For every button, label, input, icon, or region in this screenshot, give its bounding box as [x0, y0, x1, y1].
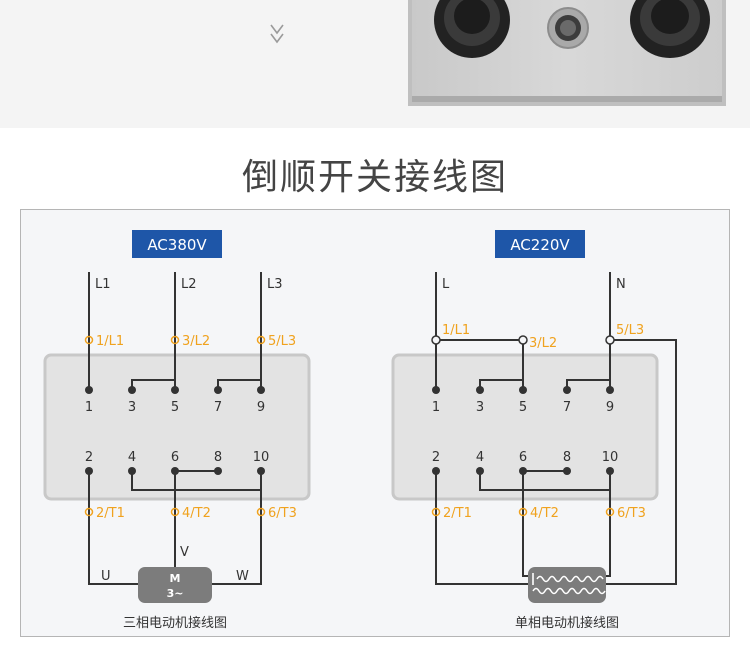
- contact-number: 2: [85, 450, 93, 465]
- motor-icon: [138, 567, 212, 603]
- contact-number: 4: [476, 450, 484, 465]
- phase-label: U: [101, 569, 111, 584]
- contact-number: 5: [171, 400, 179, 415]
- terminal-label: 1/L1: [96, 334, 124, 349]
- input-label: N: [616, 277, 626, 292]
- terminal-label: 6/T3: [268, 506, 297, 521]
- contact-number: 3: [128, 400, 136, 415]
- single-phase-diagram: AC220V L N 1/L1 3/L2 5/L3 1 3 5 7 9 2 4 …: [391, 230, 677, 631]
- input-label: L: [442, 277, 450, 292]
- motor-label: M: [170, 572, 181, 585]
- contact-number: 2: [432, 450, 440, 465]
- contact-number: 6: [519, 450, 527, 465]
- terminal-label: 2/T1: [443, 506, 472, 521]
- terminal-label: 1/L1: [442, 323, 470, 338]
- terminal-label: 3/L2: [529, 336, 557, 351]
- diagram-caption: 单相电动机接线图: [515, 615, 619, 631]
- terminal-marker: [256, 335, 266, 345]
- phase-label: W: [236, 569, 249, 584]
- contact-number: 9: [257, 400, 265, 415]
- voltage-badge: [495, 230, 585, 258]
- terminal-marker: [84, 335, 94, 345]
- contact-number: 1: [432, 400, 440, 415]
- motor-label: 3~: [167, 587, 184, 600]
- input-label: L3: [267, 277, 283, 292]
- terminal-label: 6/T3: [617, 506, 646, 521]
- phase-label: V: [180, 545, 189, 560]
- contact-number: 7: [563, 400, 571, 415]
- voltage-badge: [132, 230, 222, 258]
- three-phase-diagram: AC380V L1 L2 L3 1/L1 3/L2 5/L3 1 3 5 7 9…: [43, 230, 311, 631]
- terminal-label: 2/T1: [96, 506, 125, 521]
- contact-number: 8: [563, 450, 571, 465]
- contact-number: 5: [519, 400, 527, 415]
- voltage-label: AC220V: [510, 236, 570, 254]
- double-chevron-down-icon[interactable]: [266, 20, 288, 48]
- terminal-label: 4/T2: [182, 506, 211, 521]
- contact-number: 7: [214, 400, 222, 415]
- terminal-label: 4/T2: [530, 506, 559, 521]
- page-title: 倒顺开关接线图: [241, 157, 508, 198]
- contact-number: 8: [214, 450, 222, 465]
- switch-enclosure-photo: [408, 0, 726, 106]
- input-label: L2: [181, 277, 197, 292]
- diagram-caption: 三相电动机接线图: [123, 615, 227, 631]
- terminal-label: 5/L3: [616, 323, 644, 338]
- voltage-label: AC380V: [147, 236, 207, 254]
- contact-number: 6: [171, 450, 179, 465]
- contact-number: 10: [253, 450, 270, 465]
- switch-body: [43, 353, 311, 501]
- contact-number: 10: [602, 450, 619, 465]
- contact-number: 3: [476, 400, 484, 415]
- contact-number: 4: [128, 450, 136, 465]
- terminal-label: 3/L2: [182, 334, 210, 349]
- input-label: L1: [95, 277, 111, 292]
- contact-number: 9: [606, 400, 614, 415]
- switch-body: [391, 353, 659, 501]
- contact-number: 1: [85, 400, 93, 415]
- terminal-label: 5/L3: [268, 334, 296, 349]
- terminal-marker: [170, 335, 180, 345]
- wavy-coil-icon: [528, 567, 606, 603]
